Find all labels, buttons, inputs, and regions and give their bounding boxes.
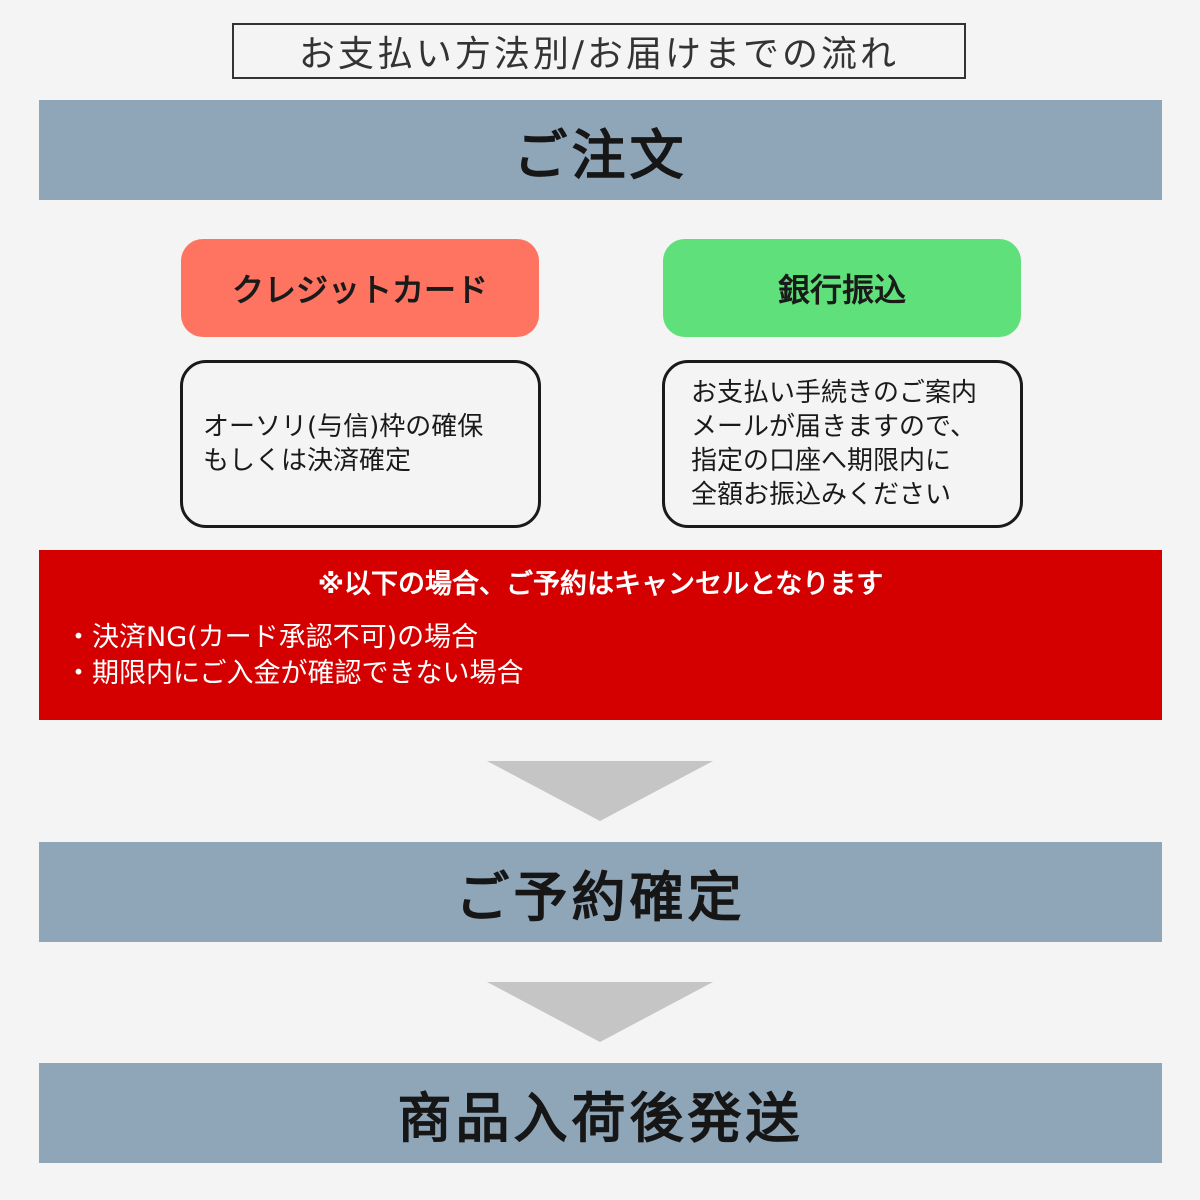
payment-method-credit-card: クレジットカード — [181, 239, 539, 337]
payment-method-bank-transfer: 銀行振込 — [663, 239, 1021, 337]
cancellation-conditions-list: 決済NG(カード承認不可)の場合 期限内にご入金が確認できない場合 — [65, 620, 523, 692]
cancellation-condition: 期限内にご入金が確認できない場合 — [65, 656, 523, 692]
cancellation-notice-title: ※以下の場合、ご予約はキャンセルとなります — [317, 569, 884, 600]
credit-card-description-line: もしくは決済確定 — [203, 446, 412, 476]
bank-transfer-description-line: お支払い手続きのご案内 — [691, 378, 978, 408]
bank-transfer-description: お支払い手続きのご案内 メールが届きますので、 指定の口座へ期限内に 全額お振込… — [662, 360, 1023, 528]
step-reservation-confirmed: ご予約確定 — [39, 842, 1162, 942]
credit-card-description: オーソリ(与信)枠の確保 もしくは決済確定 — [180, 360, 541, 528]
cancellation-condition: 決済NG(カード承認不可)の場合 — [65, 620, 523, 656]
bank-transfer-description-line: 指定の口座へ期限内に — [691, 446, 952, 476]
cancellation-notice: ※以下の場合、ご予約はキャンセルとなります 決済NG(カード承認不可)の場合 期… — [39, 550, 1162, 720]
step-order: ご注文 — [39, 100, 1162, 200]
credit-card-description-line: オーソリ(与信)枠の確保 — [203, 412, 484, 442]
step-shipping: 商品入荷後発送 — [39, 1063, 1162, 1163]
bank-transfer-description-line: 全額お振込みください — [691, 480, 952, 510]
page-title: お支払い方法別/お届けまでの流れ — [232, 23, 966, 79]
bank-transfer-description-line: メールが届きますので、 — [691, 412, 976, 442]
down-arrow-icon — [487, 761, 713, 821]
down-arrow-icon — [487, 982, 713, 1042]
